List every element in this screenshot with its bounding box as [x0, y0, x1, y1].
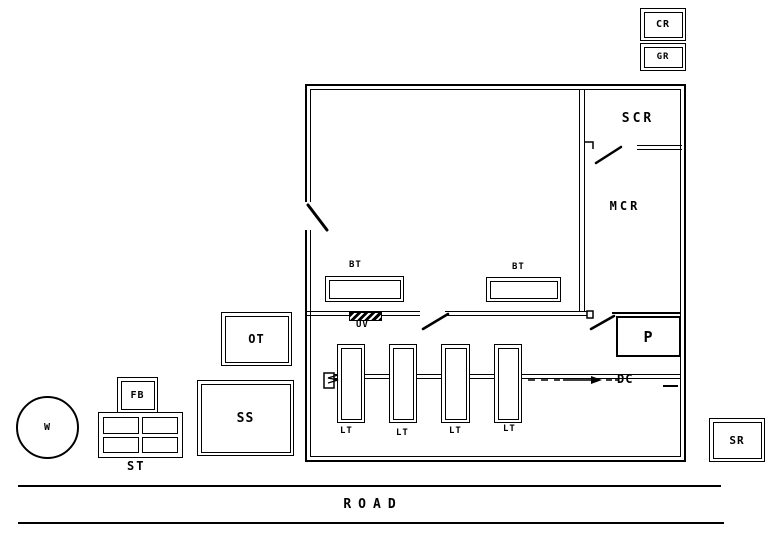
scr-mcr-wall — [637, 145, 682, 150]
lt-2-label: LT — [396, 428, 409, 438]
lt-4-label: LT — [503, 424, 516, 434]
ss-label: SS — [200, 383, 291, 453]
mcr-label: MCR — [609, 199, 641, 213]
ot-label: OT — [224, 315, 289, 363]
unit-fb: FB — [117, 377, 158, 413]
unit-lt-1 — [337, 344, 365, 423]
lt-1-label: LT — [340, 426, 353, 436]
fb-label: FB — [120, 380, 155, 410]
hall-wall-right-segment — [445, 311, 593, 316]
unit-lt-3 — [441, 344, 470, 423]
scr-label: SCR — [621, 111, 655, 126]
road-label: ROAD — [343, 497, 403, 512]
st-cell — [103, 417, 139, 434]
divider-wall — [579, 90, 585, 311]
unit-ss: SS — [197, 380, 294, 456]
building-outline-outer — [305, 84, 686, 462]
unit-bt-left — [325, 276, 404, 302]
dc-label: DC — [617, 372, 634, 386]
road-line-top — [18, 485, 721, 487]
unit-lt-4 — [494, 344, 522, 423]
sr-label: SR — [712, 421, 762, 459]
unit-sr: SR — [709, 418, 765, 462]
unit-gr: GR — [640, 43, 686, 71]
p-room-top-line — [612, 312, 681, 314]
unit-uv — [349, 312, 382, 321]
unit-lt-2 — [389, 344, 417, 423]
room-p: P — [616, 316, 681, 357]
building-outline-inner — [310, 89, 681, 457]
unit-ot: OT — [221, 312, 292, 366]
p-label: P — [643, 327, 654, 346]
cr-label: CR — [643, 11, 683, 38]
st-cell — [103, 436, 139, 453]
unit-w: W — [16, 396, 79, 459]
bt-right-label: BT — [512, 262, 525, 272]
st-cell — [142, 436, 178, 453]
unit-cr: CR — [640, 8, 686, 41]
gr-label: GR — [643, 46, 683, 68]
unit-bt-right — [486, 277, 561, 302]
st-cell — [142, 417, 178, 434]
uv-label: UV — [356, 320, 369, 330]
left-wall-door-opening — [302, 202, 315, 230]
road-line-bottom — [18, 522, 724, 524]
bt-left-label: BT — [349, 260, 362, 270]
lt-3-label: LT — [449, 426, 462, 436]
w-label: W — [43, 422, 52, 433]
unit-st — [98, 412, 183, 458]
st-label: ST — [127, 459, 146, 473]
